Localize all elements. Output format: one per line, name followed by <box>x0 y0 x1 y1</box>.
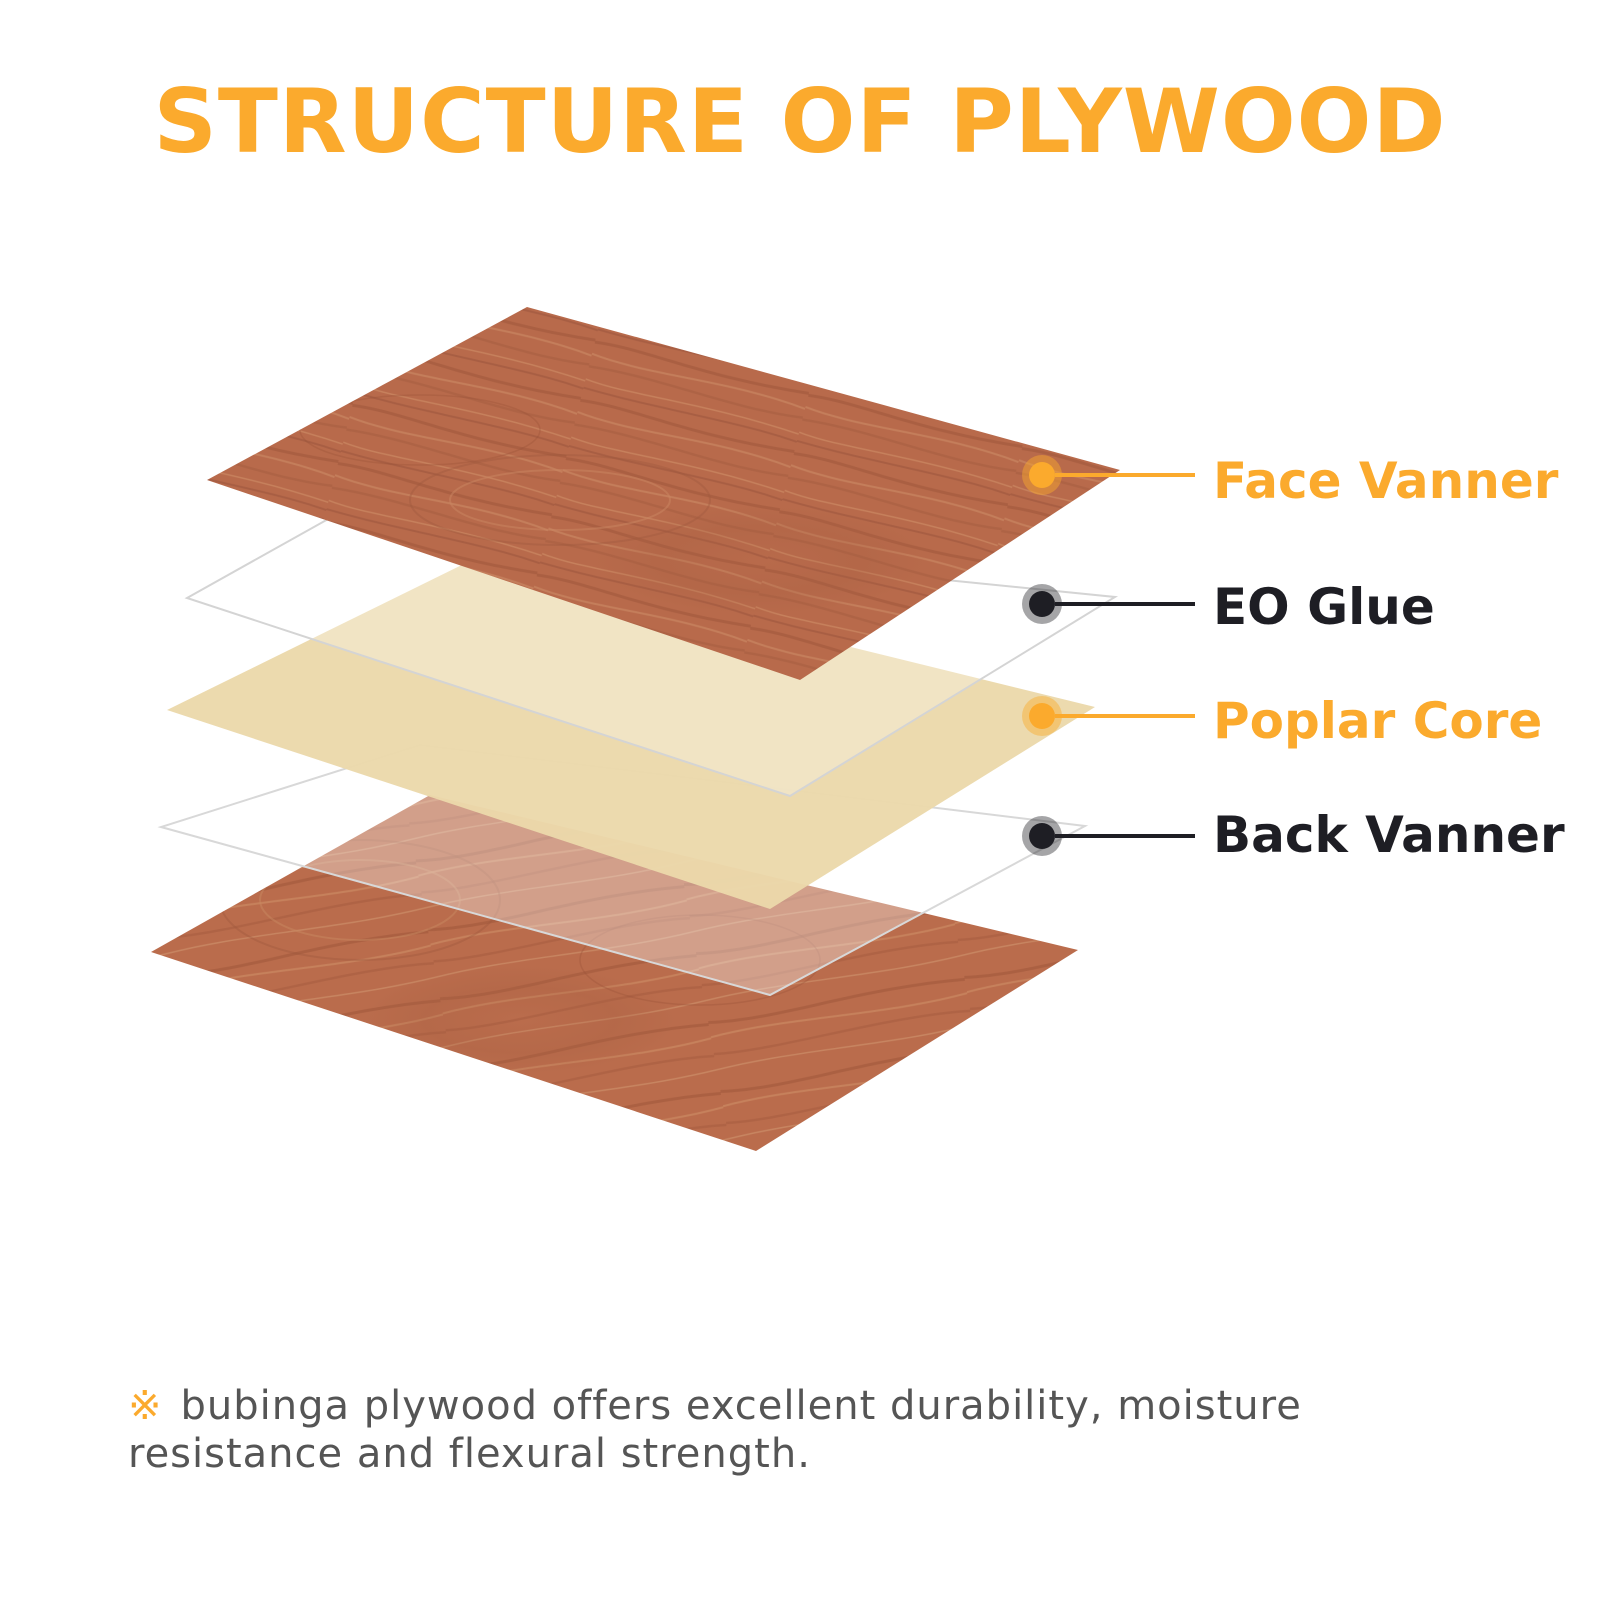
callout-face-veneer <box>1022 455 1195 495</box>
reference-mark-icon: ※ <box>128 1383 163 1429</box>
face-veneer-sheet <box>207 307 1120 680</box>
label-back-veneer: Back Vanner <box>1213 806 1565 864</box>
label-poplar-core: Poplar Core <box>1213 692 1543 750</box>
label-face-veneer: Face Vanner <box>1213 452 1559 510</box>
footnote-text: bubinga plywood offers excellent durabil… <box>128 1383 1302 1477</box>
callout-back-veneer <box>1022 816 1195 856</box>
callout-poplar-core <box>1022 696 1195 736</box>
label-eo-glue: EO Glue <box>1213 578 1435 636</box>
callout-eo-glue <box>1022 584 1195 624</box>
page-title: STRUCTURE OF PLYWOOD <box>153 70 1447 173</box>
footnote: ※bubinga plywood offers excellent durabi… <box>128 1382 1508 1478</box>
poplar-core-sheet <box>167 556 1095 909</box>
